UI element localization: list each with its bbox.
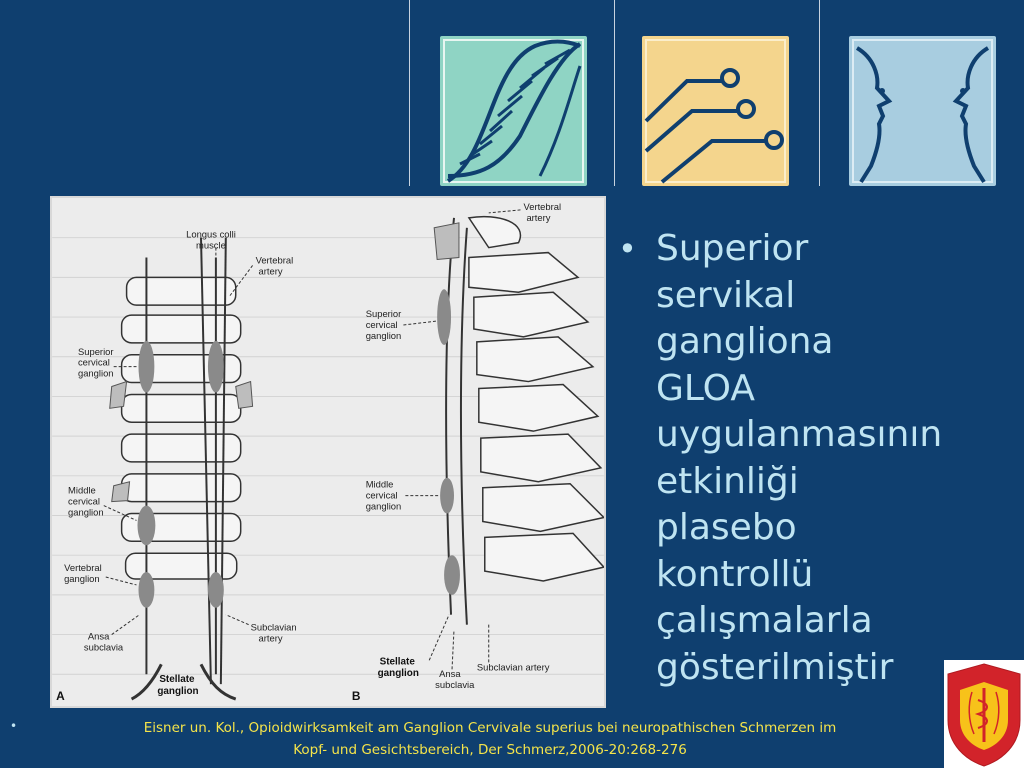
citation-bullet: •: [10, 719, 18, 733]
bullet-text: Superior servikal gangliona GLOA uygulan…: [656, 228, 943, 688]
panel-label-b: B: [352, 689, 361, 703]
main-bullet: • Superior servikal gangliona GLOA uygul…: [612, 226, 1012, 691]
label-subclavian-artery-b: Subclavian artery: [477, 661, 550, 672]
header-divider: [614, 0, 615, 186]
circuit-icon: [642, 36, 789, 186]
gulhane-logo: [944, 660, 1024, 768]
panel-label-a: A: [56, 689, 65, 703]
facing-profiles-icon: [849, 36, 996, 186]
citation-text: Eisner un. Kol., Opioidwirksamkeit am Ga…: [143, 720, 837, 758]
header-divider: [409, 0, 410, 186]
dna-helix-icon: [440, 36, 587, 186]
header-divider: [819, 0, 820, 186]
bullet-icon: •: [618, 230, 637, 268]
